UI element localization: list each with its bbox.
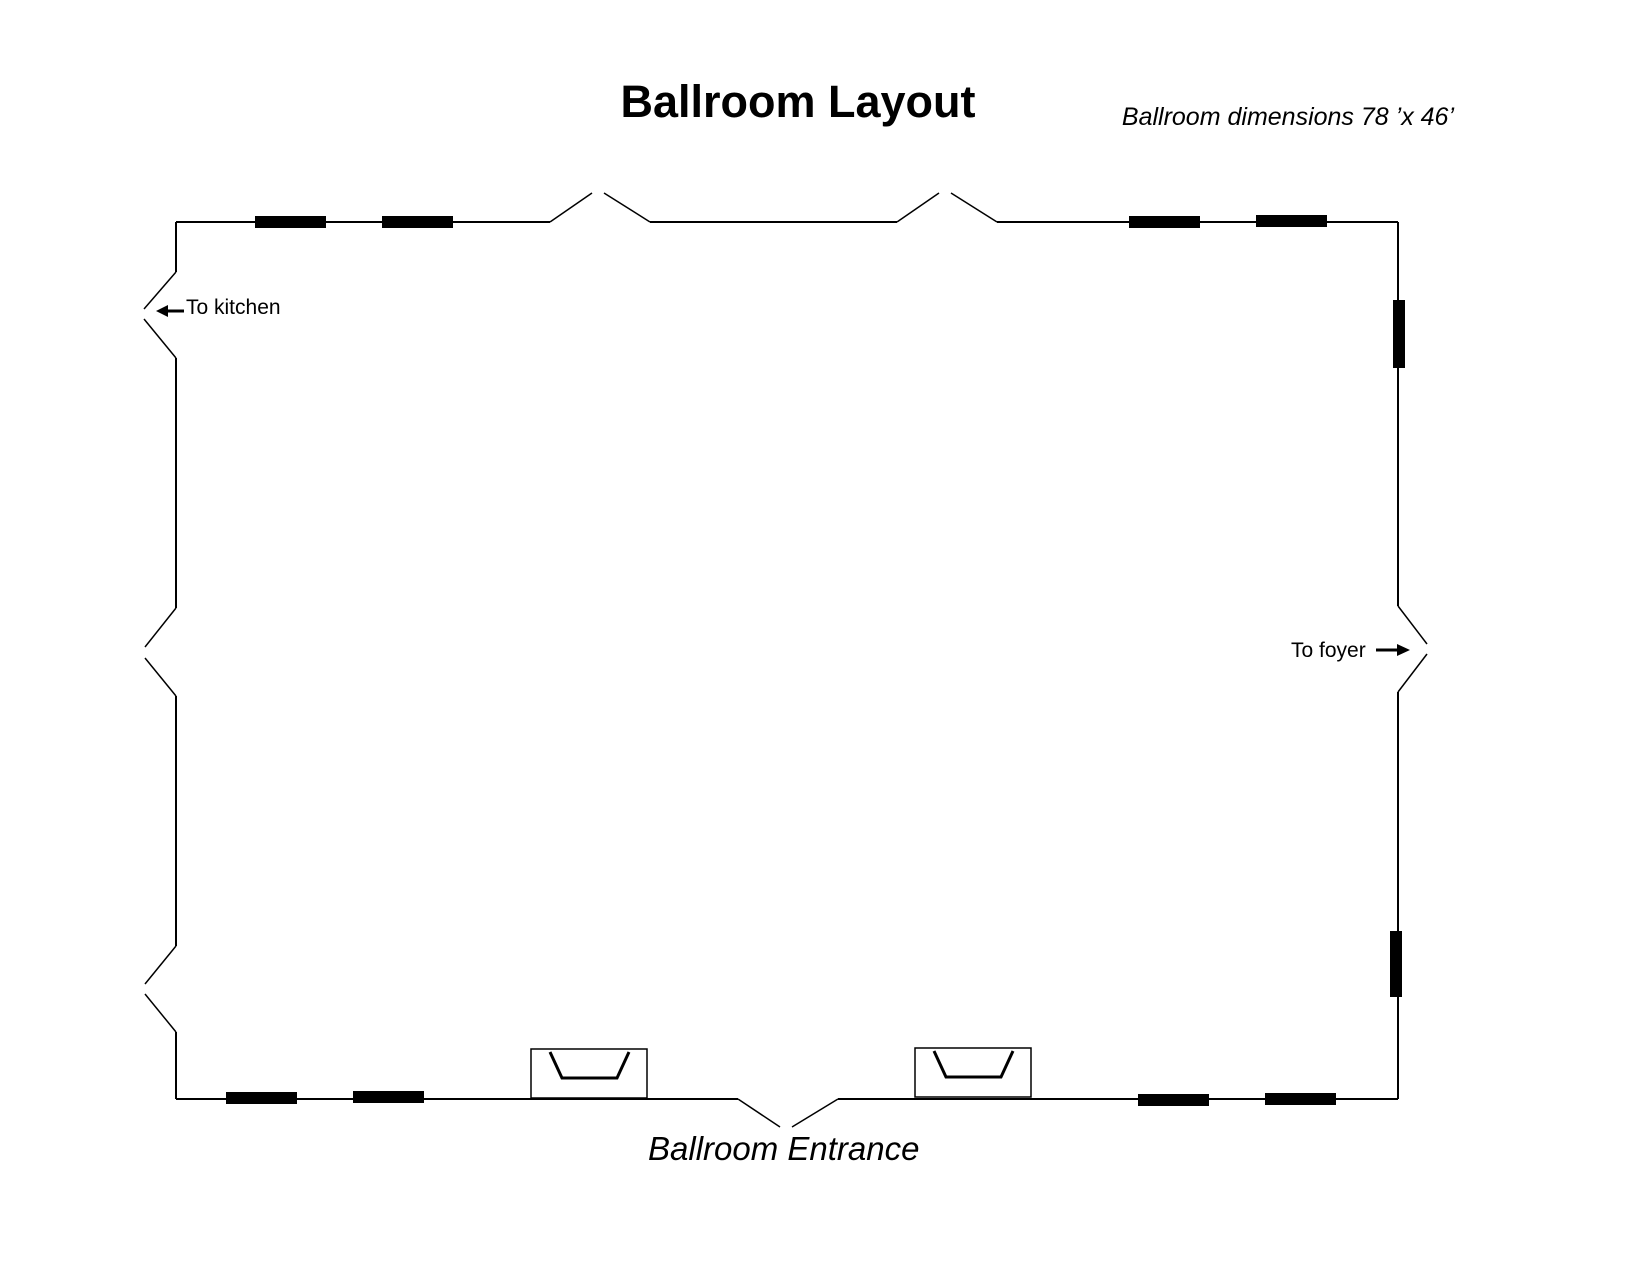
double-door-icon	[737, 1098, 839, 1128]
bar-counter-icon	[530, 1048, 648, 1099]
double-door-icon	[144, 945, 177, 1033]
windows	[226, 215, 1405, 1106]
double-door-icon	[1397, 605, 1428, 693]
arrow-left-icon	[156, 305, 184, 317]
page-title: Ballroom Layout	[620, 76, 976, 127]
double-door-icon	[896, 192, 998, 223]
arrow-right-icon	[1376, 644, 1410, 656]
kitchen-label: To kitchen	[186, 296, 281, 319]
double-door-icon	[143, 271, 177, 359]
dimensions-note: Ballroom dimensions 78 ’x 46’	[1121, 103, 1454, 131]
foyer-label: To foyer	[1291, 639, 1366, 662]
double-door-icon	[144, 607, 177, 697]
double-door-icon	[549, 192, 651, 223]
bar-counter-icon	[914, 1047, 1032, 1098]
entrance-label: Ballroom Entrance	[648, 1130, 920, 1167]
